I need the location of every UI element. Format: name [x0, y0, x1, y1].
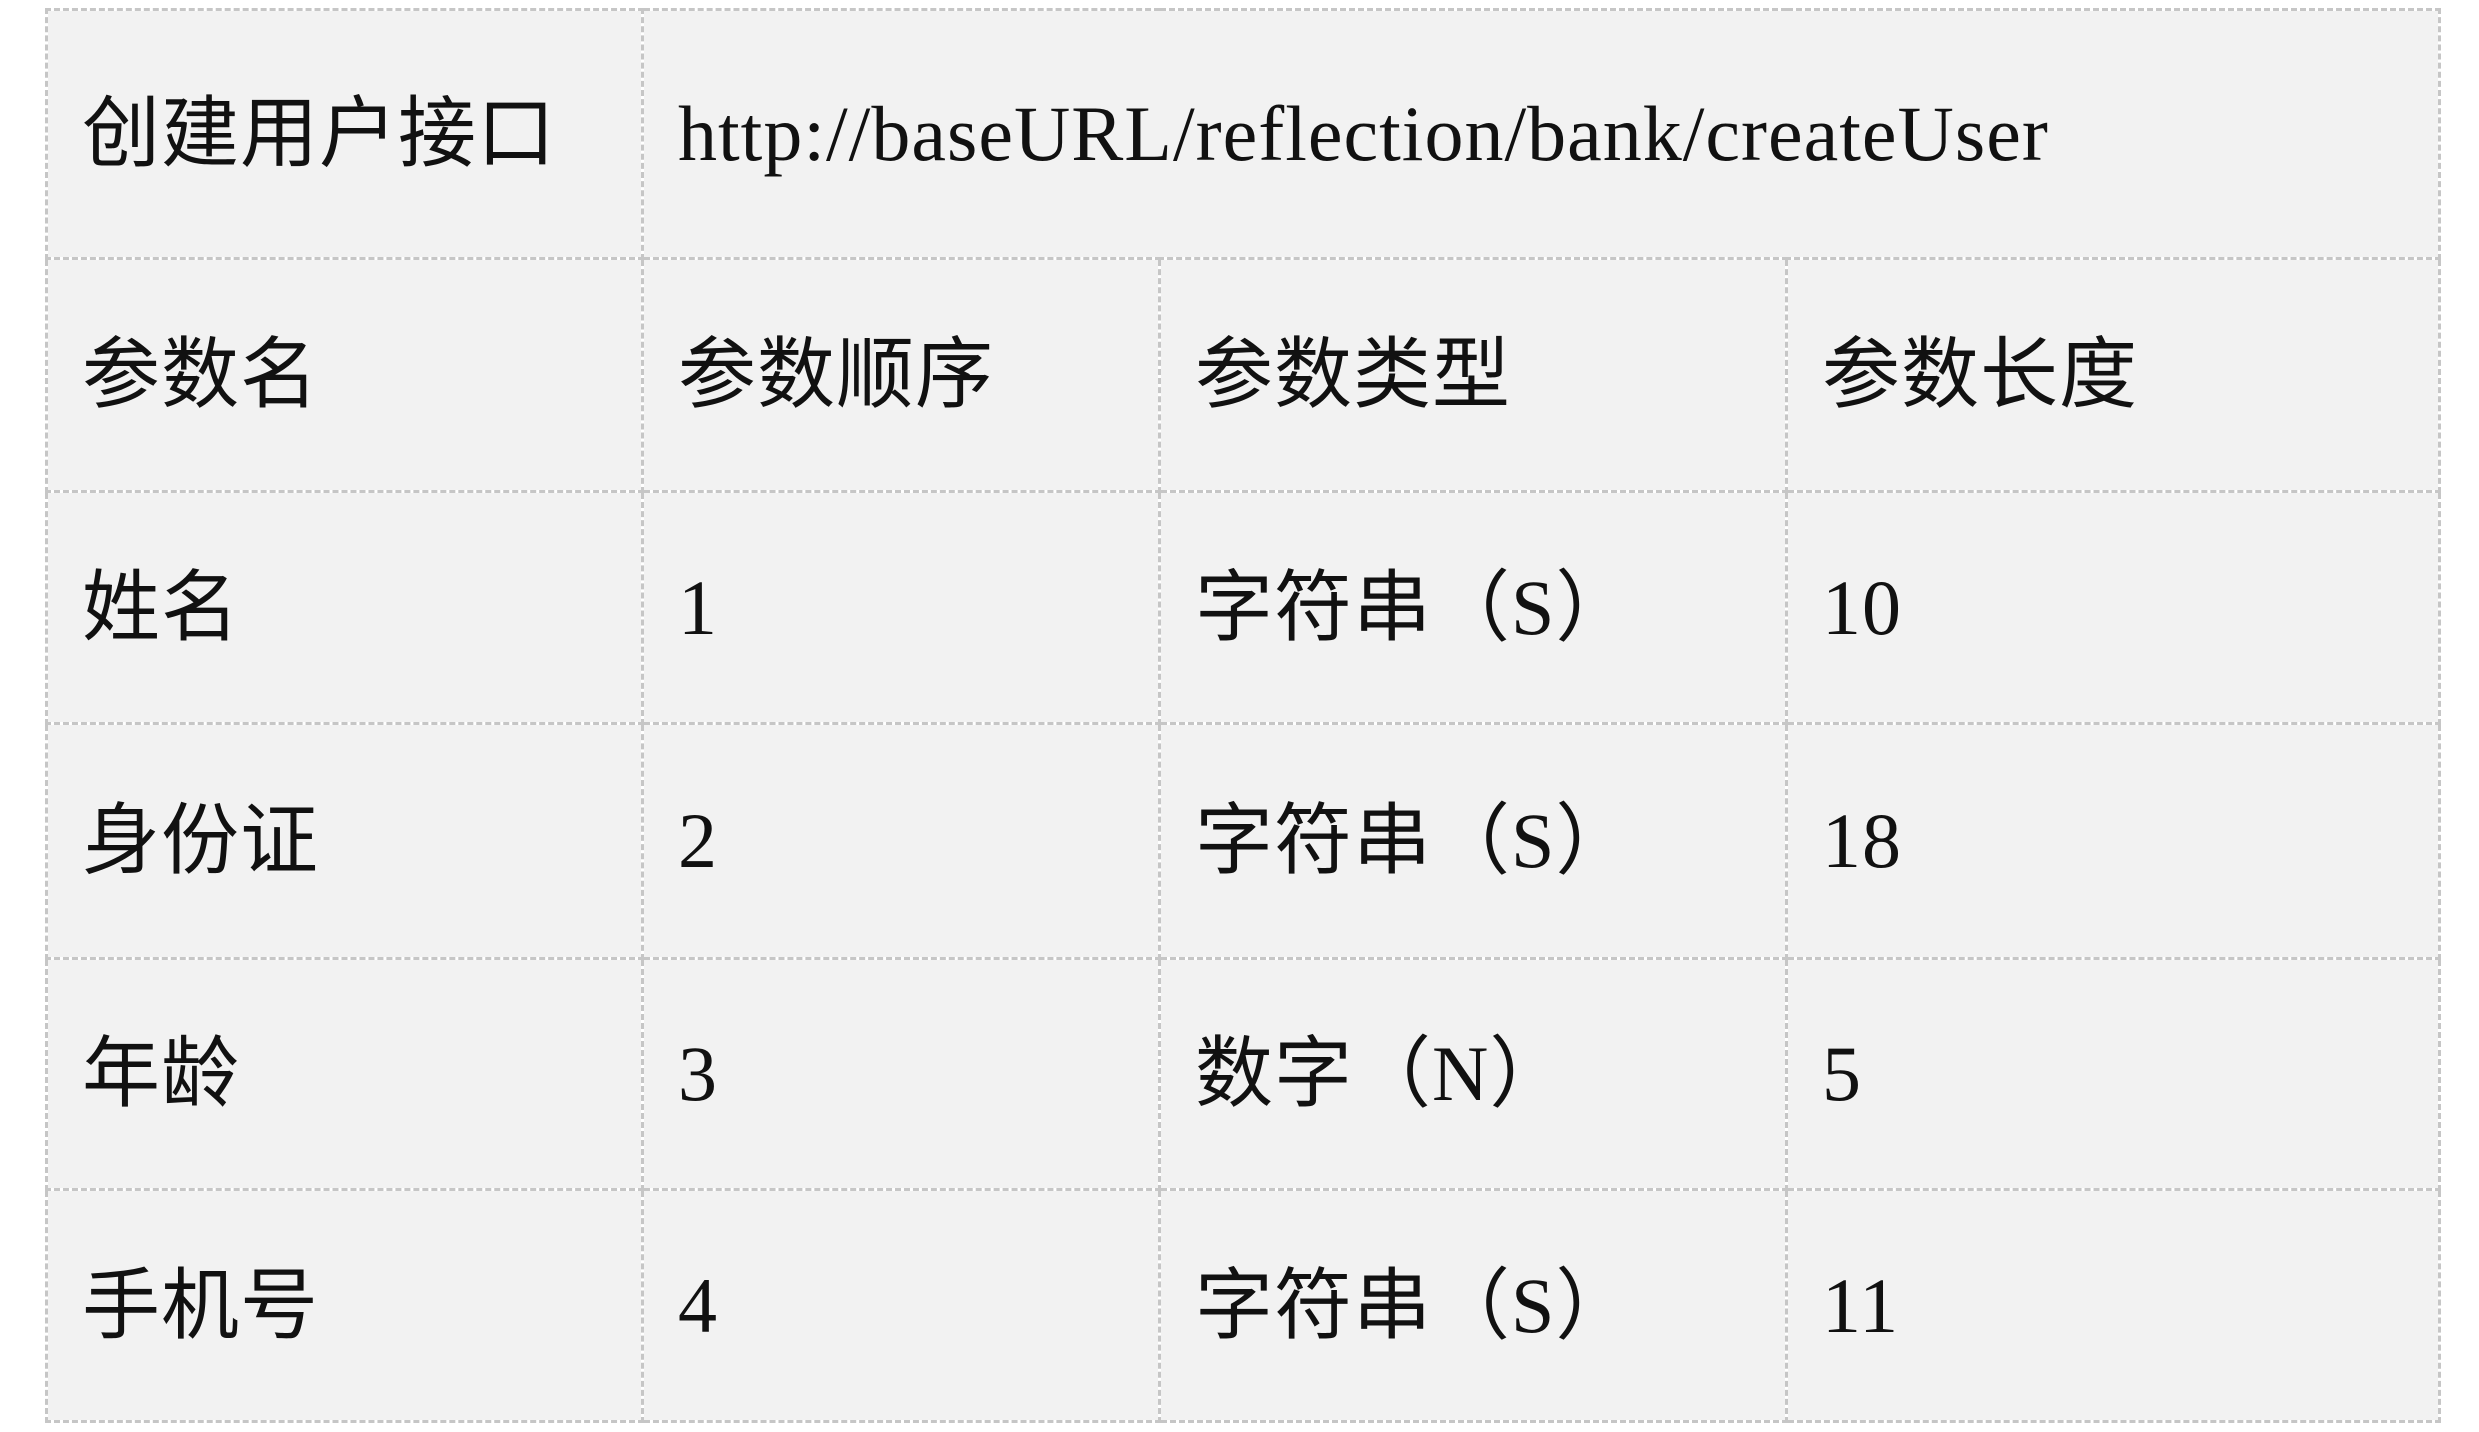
- header-cell-param-name: 参数名: [45, 257, 644, 493]
- param-length-cell: 5: [1784, 957, 2442, 1191]
- param-length-cell: 18: [1784, 722, 2442, 960]
- table-header-row: 参数名 参数顺序 参数类型 参数长度: [45, 257, 2442, 493]
- api-endpoint-url-cell: http://baseURL/reflection/bank/createUse…: [640, 8, 2442, 260]
- api-endpoint-row: 创建用户接口 http://baseURL/reflection/bank/cr…: [45, 8, 2442, 260]
- param-length-cell: 11: [1784, 1188, 2442, 1423]
- param-type-cell: 字符串（S）: [1158, 490, 1788, 725]
- param-type-cell: 字符串（S）: [1158, 1188, 1788, 1423]
- param-name-cell: 姓名: [45, 490, 644, 725]
- table-row: 手机号 4 字符串（S） 11: [45, 1188, 2442, 1423]
- table-row: 姓名 1 字符串（S） 10: [45, 490, 2442, 725]
- header-cell-param-type: 参数类型: [1158, 257, 1788, 493]
- param-name-cell: 身份证: [45, 722, 644, 960]
- param-type-cell: 数字（N）: [1158, 957, 1788, 1191]
- table-row: 身份证 2 字符串（S） 18: [45, 722, 2442, 960]
- api-endpoint-label-cell: 创建用户接口: [45, 8, 644, 260]
- param-order-cell: 3: [641, 957, 1161, 1191]
- param-order-cell: 1: [641, 490, 1161, 725]
- param-length-cell: 10: [1784, 490, 2442, 725]
- header-cell-param-length: 参数长度: [1784, 257, 2442, 493]
- param-order-cell: 2: [641, 722, 1161, 960]
- param-name-cell: 手机号: [45, 1188, 644, 1423]
- api-spec-table: 创建用户接口 http://baseURL/reflection/bank/cr…: [45, 8, 2442, 1423]
- table-row: 年龄 3 数字（N） 5: [45, 957, 2442, 1191]
- header-cell-param-order: 参数顺序: [641, 257, 1161, 493]
- param-type-cell: 字符串（S）: [1158, 722, 1788, 960]
- param-name-cell: 年龄: [45, 957, 644, 1191]
- param-order-cell: 4: [641, 1188, 1161, 1423]
